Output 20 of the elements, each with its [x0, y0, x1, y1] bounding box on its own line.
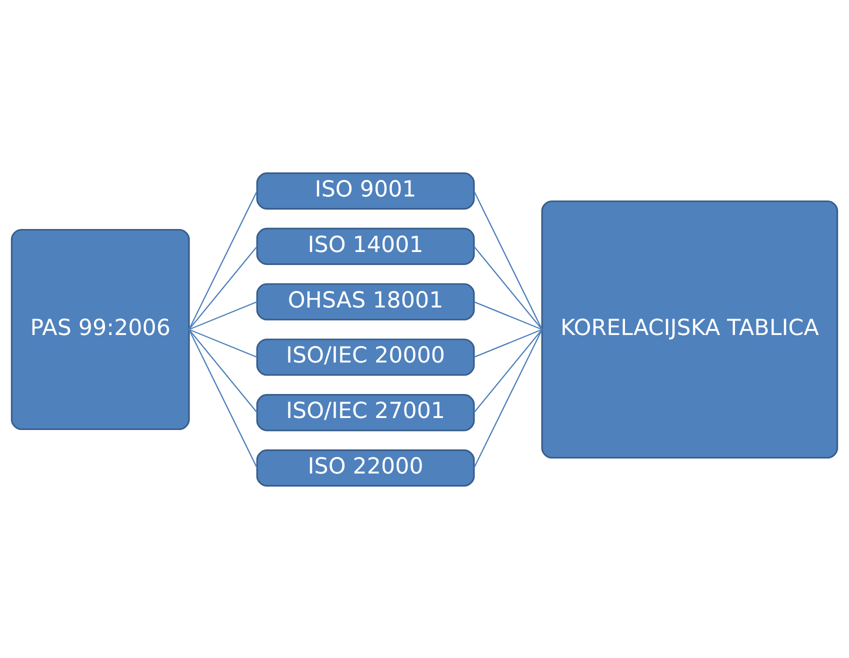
connector	[188, 246, 258, 330]
connector	[474, 328, 542, 358]
node-box: OHSAS 18001	[256, 282, 475, 320]
node-box: ISO/IEC 20000	[256, 338, 475, 376]
node-box: ISO 9001	[256, 172, 475, 210]
connector	[188, 328, 258, 468]
connector	[474, 246, 542, 330]
connector	[188, 300, 258, 330]
connector	[474, 300, 542, 330]
node-box: PAS 99:2006	[10, 228, 190, 430]
node-box: ISO 22000	[256, 448, 475, 486]
connector	[473, 190, 543, 330]
connector	[474, 328, 542, 412]
node-box: KORELACIJSKA TABLICA	[541, 200, 838, 458]
connector	[188, 328, 258, 358]
node-box: ISO 14001	[256, 227, 475, 264]
connector	[473, 328, 543, 468]
connector	[188, 190, 258, 330]
connector	[188, 328, 258, 412]
node-box: ISO/IEC 27001	[256, 394, 475, 431]
